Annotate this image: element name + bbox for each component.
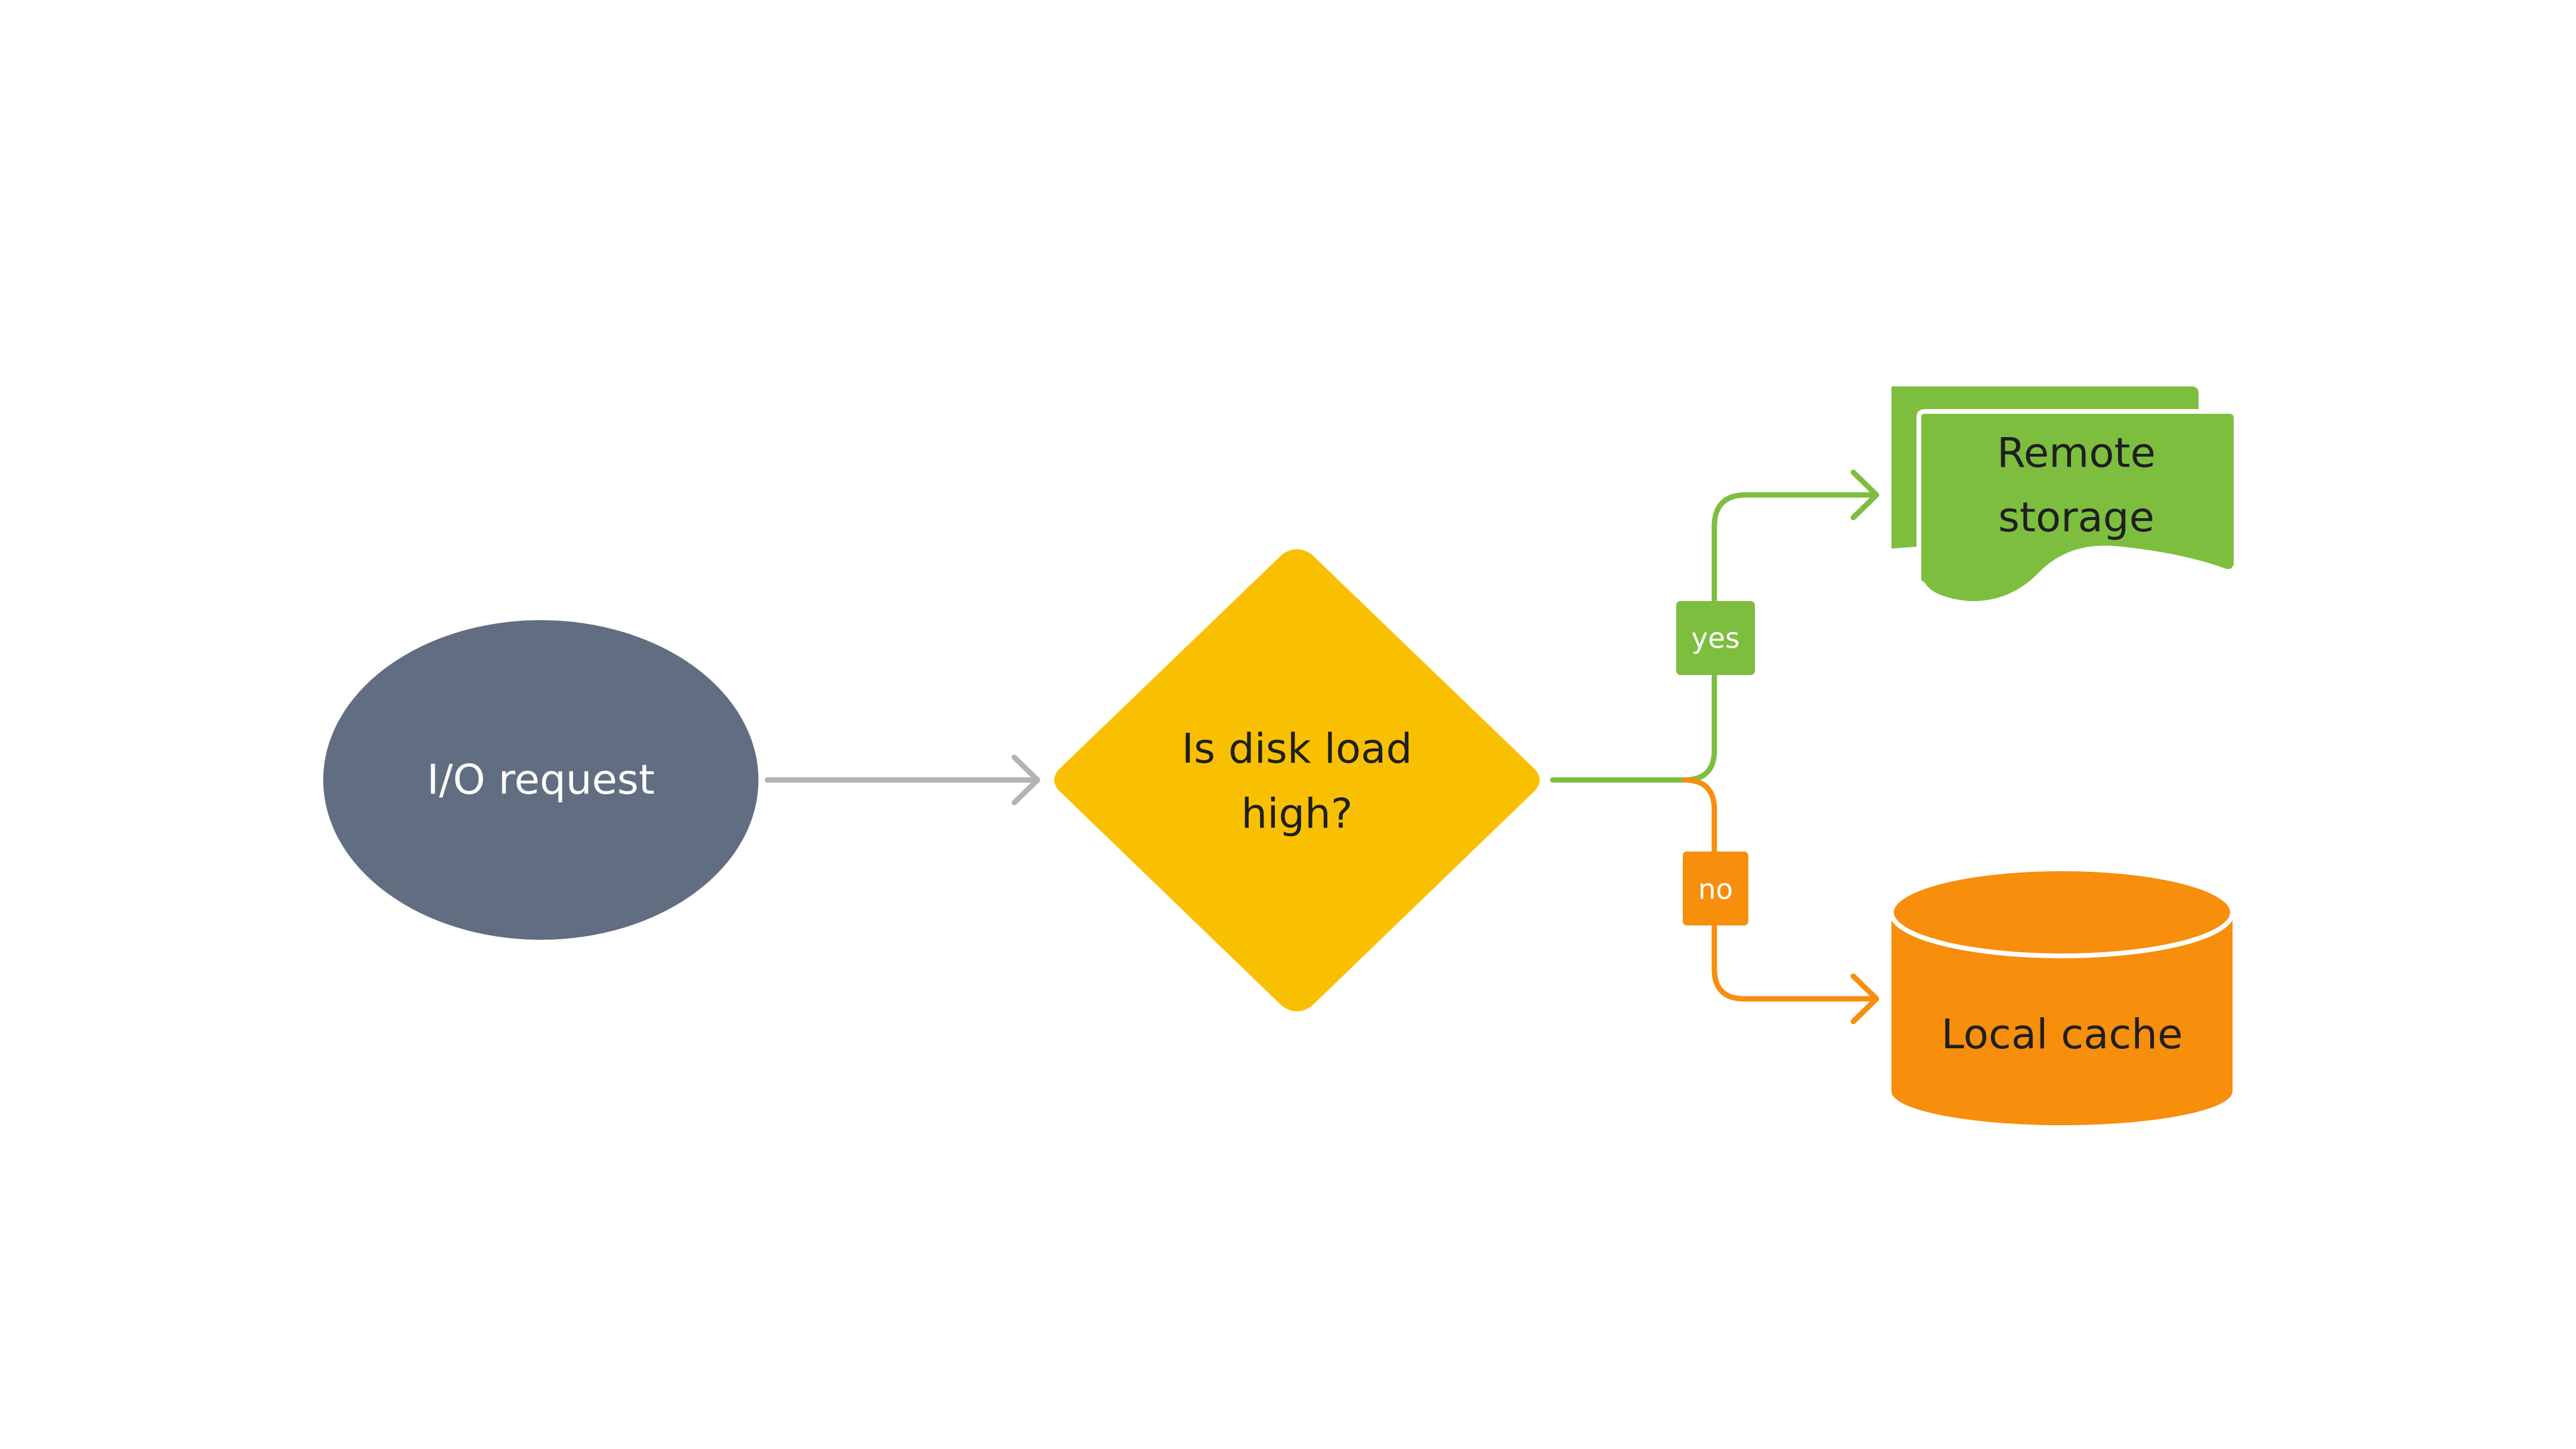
node-remote-storage-label-line1: Remote — [1997, 429, 2156, 477]
edge-no-branch — [1682, 777, 1880, 1024]
node-local-cache-label: Local cache — [1941, 1011, 2182, 1058]
edge-label-yes: yes — [1676, 601, 1755, 675]
node-decision: Is disk load high? — [1054, 549, 1540, 1011]
node-remote-storage-label-line2: storage — [1998, 494, 2154, 541]
node-io-request: I/O request — [323, 620, 758, 940]
node-decision-label-line1: Is disk load — [1182, 725, 1413, 773]
edge-label-no-text: no — [1698, 874, 1733, 906]
edge-start-to-decision — [764, 754, 1041, 806]
edge-label-no: no — [1683, 852, 1748, 925]
node-remote-storage: Remote storage — [1891, 386, 2238, 606]
edge-label-yes-text: yes — [1691, 623, 1739, 655]
node-io-request-label: I/O request — [427, 756, 655, 804]
node-decision-label-line2: high? — [1241, 790, 1352, 838]
node-local-cache: Local cache — [1889, 866, 2235, 1125]
